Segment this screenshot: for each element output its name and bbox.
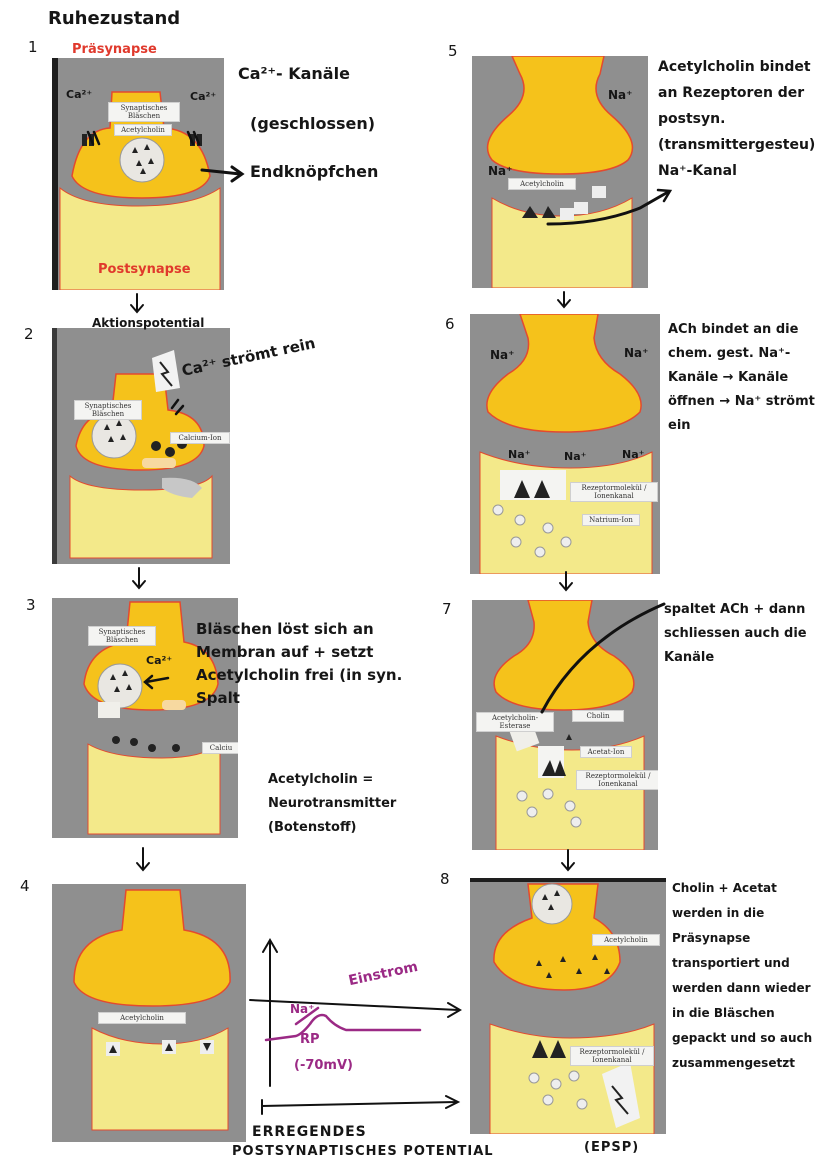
step-number-5: 5 — [448, 42, 458, 60]
label-ca-right: Ca²⁺ — [190, 90, 217, 103]
label-calcium-partial: Calciu — [202, 742, 238, 754]
label-na-6d: Na⁺ — [564, 450, 587, 463]
synapse-photo-1: Synaptisches Bläschen Acetylcholin — [52, 58, 224, 290]
synapse-photo-6: Rezeptormolekül / Ionenkanal Natrium-Ion — [470, 314, 660, 574]
epsp-line-2: POSTSYNAPTISCHES POTENTIAL — [232, 1144, 494, 1159]
epsp-curve — [264, 1013, 422, 1042]
flow-arrow-7-8 — [561, 849, 575, 872]
label-sodium-ion: Natrium-Ion — [582, 514, 640, 526]
graph-x-axis — [249, 999, 462, 1018]
label-synaptic-vesicle: Synaptisches Bläschen — [88, 626, 156, 646]
label-na-5b: Na⁺ — [488, 164, 513, 178]
note-recycling: Cholin + Acetat werden in die Präsynapse… — [672, 881, 813, 1070]
label-na-6a: Na⁺ — [490, 348, 515, 362]
epsp-line-1: ERREGENDES — [252, 1124, 367, 1140]
step-number-8: 8 — [440, 870, 450, 888]
flow-arrow-1-2 — [130, 293, 144, 314]
label-synaptic-vesicle: Synaptisches Bläschen — [74, 400, 142, 420]
label-acetylcholine: Acetylcholin — [98, 1012, 186, 1024]
label-calcium-ion: Calcium-Ion — [170, 432, 230, 444]
label-presynapse: Präsynapse — [72, 42, 157, 57]
step-number-2: 2 — [24, 325, 34, 343]
label-na-5a: Na⁺ — [608, 88, 633, 102]
label-receptor-channel: Rezeptormolekül / Ionenkanal — [576, 770, 658, 790]
note-vesicle-release: Bläschen löst sich an Membran auf + setz… — [196, 620, 403, 707]
synapse-photo-7: Acetylcholin-Esterase Cholin Acetat-Ion … — [472, 600, 658, 850]
flow-arrow-3-4 — [136, 847, 150, 872]
label-acetylcholine: Acetylcholin — [114, 124, 172, 136]
note-ca-channels: Ca²⁺- Kanäle — [238, 64, 350, 83]
flow-arrow-6-7 — [559, 571, 573, 592]
graph-label-influx: Einstrom — [347, 958, 420, 990]
label-na-6e: Na⁺ — [622, 448, 645, 461]
page-title: Ruhezustand — [48, 8, 181, 29]
note-terminal-button: Endknöpfchen — [250, 162, 379, 181]
synapse-photo-4: Acetylcholin — [52, 884, 246, 1142]
synapse-photo-3: Synaptisches Bläschen Calciu — [52, 598, 238, 838]
label-receptor-channel: Rezeptormolekül / Ionenkanal — [570, 1046, 654, 1066]
label-acetate-ion: Acetat-Ion — [580, 746, 632, 758]
flow-arrow-5-6 — [557, 291, 571, 309]
step-number-6: 6 — [445, 315, 455, 333]
synapse-photo-2: Synaptisches Bläschen Calcium-Ion — [52, 328, 230, 564]
graph-label-rp: RP — [300, 1032, 320, 1047]
label-receptor-channel: Rezeptormolekül / Ionenkanal — [570, 482, 658, 502]
label-na-6c: Na⁺ — [508, 448, 531, 461]
note-closed: (geschlossen) — [250, 114, 376, 133]
synapse-photo-8: Acetylcholin Rezeptormolekül / Ionenkana… — [470, 878, 666, 1134]
label-choline: Cholin — [572, 710, 624, 722]
note-action-potential: Aktionspotential — [92, 316, 205, 330]
graph-label-mv: (-70mV) — [294, 1058, 353, 1073]
graph-y-axis — [262, 938, 278, 1087]
note-ach-binds-receptor: Acetylcholin bindet an Rezeptoren der po… — [658, 59, 816, 179]
step-number-3: 3 — [26, 596, 36, 614]
label-na-6b: Na⁺ — [624, 346, 649, 360]
note-ach-split: spaltet ACh + dann schliessen auch die K… — [664, 602, 807, 665]
note-channels-open: ACh bindet an die chem. gest. Na⁺-Kanäle… — [668, 322, 815, 433]
epsp-bracket-arrow — [261, 1095, 461, 1115]
step-number-7: 7 — [442, 600, 452, 618]
label-ca-left: Ca²⁺ — [66, 88, 93, 101]
label-acetylcholinesterase: Acetylcholin-Esterase — [476, 712, 554, 732]
graph-label-na: Na⁺ — [290, 1002, 315, 1016]
step-number-1: 1 — [28, 38, 38, 56]
label-acetylcholine: Acetylcholin — [592, 934, 660, 946]
epsp-abbreviation: (EPSP) — [584, 1140, 640, 1155]
label-acetylcholine: Acetylcholin — [508, 178, 576, 190]
flow-arrow-2-3 — [132, 567, 146, 590]
note-ca-3: Ca²⁺ — [146, 654, 173, 667]
step-number-4: 4 — [20, 877, 30, 895]
label-synaptic-vesicle: Synaptisches Bläschen — [108, 102, 180, 122]
label-postsynapse: Postsynapse — [98, 262, 191, 277]
note-acetylcholine-definition: Acetylcholin = Neurotransmitter (Botenst… — [268, 772, 397, 835]
